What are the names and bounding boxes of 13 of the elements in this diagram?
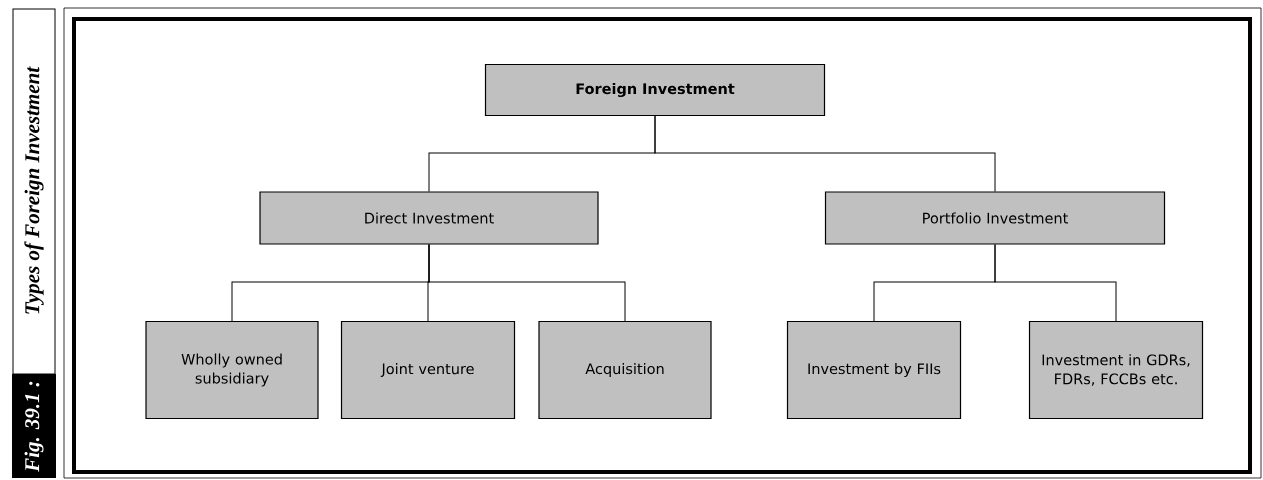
connector (654, 115, 996, 192)
category-box: Investment in GDRs, FDRs, FCCBs etc. (1028, 320, 1204, 420)
connector (428, 244, 626, 322)
category-box: Wholly owned subsidiary (145, 320, 319, 420)
connector (994, 244, 1117, 322)
title-band: Types of Foreign Investment (12, 8, 56, 375)
category-box: Foreign Investment (484, 63, 826, 117)
category-box: Investment by FIIs (786, 320, 962, 420)
figure-number-band: Fig. 39.1 : (12, 374, 56, 478)
category-box: Acquisition (538, 320, 712, 420)
category-box: Direct Investment (259, 191, 599, 245)
category-box: Portfolio Investment (824, 191, 1166, 245)
category-box: Joint venture (340, 320, 516, 420)
